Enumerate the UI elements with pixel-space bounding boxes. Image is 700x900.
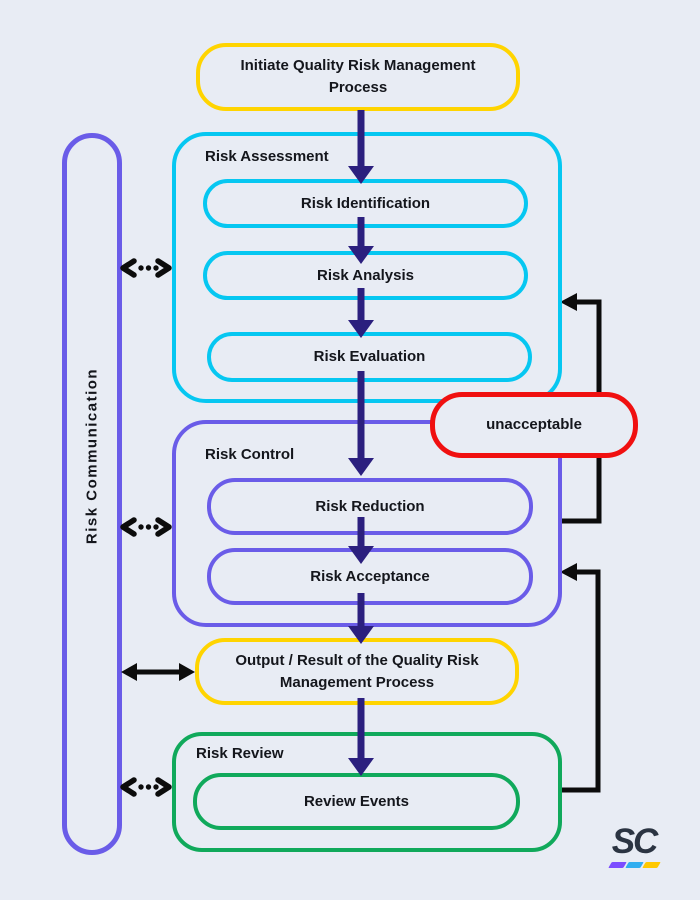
sc-logo-underline <box>598 862 669 868</box>
risk-review-title: Risk Review <box>196 745 284 762</box>
risk-identification-label: Risk Identification <box>300 194 431 212</box>
initiate-process-label: Initiate Quality Risk Management Process <box>240 57 476 96</box>
risk-assessment-title: Risk Assessment <box>205 148 329 165</box>
dotted-connector-communication-control <box>120 517 172 537</box>
sc-logo: SC <box>600 824 668 868</box>
dotted-connector-communication-assessment <box>120 258 172 278</box>
logo-stripe-blue <box>624 862 644 868</box>
risk-communication-label: Risk Communication <box>83 367 101 545</box>
logo-stripe-purple <box>607 862 627 868</box>
risk-review-container: Risk Review Review Events <box>172 732 562 852</box>
risk-assessment-container: Risk Assessment Risk Identification Risk… <box>172 132 562 403</box>
risk-identification-box: Risk Identification <box>203 179 528 228</box>
feedback-line-review-to-control <box>560 563 601 793</box>
logo-stripe-yellow <box>641 862 661 868</box>
double-arrow-communication-output <box>121 663 195 681</box>
unacceptable-label: unacceptable <box>486 416 582 434</box>
risk-reduction-label: Risk Reduction <box>315 497 425 515</box>
risk-analysis-box: Risk Analysis <box>203 251 528 300</box>
dotted-connector-communication-review <box>120 777 172 797</box>
sc-logo-text: SC <box>611 822 659 861</box>
initiate-process-box: Initiate Quality Risk Management Process <box>196 43 520 111</box>
risk-reduction-box: Risk Reduction <box>207 478 533 535</box>
review-events-box: Review Events <box>193 773 520 830</box>
risk-control-title: Risk Control <box>205 446 295 463</box>
unacceptable-badge: unacceptable <box>430 392 638 458</box>
risk-communication-box: Risk Communication <box>62 133 122 855</box>
risk-acceptance-label: Risk Acceptance <box>310 567 430 585</box>
risk-acceptance-box: Risk Acceptance <box>207 548 533 605</box>
risk-evaluation-label: Risk Evaluation <box>313 348 426 366</box>
risk-evaluation-box: Risk Evaluation <box>207 332 532 382</box>
review-events-label: Review Events <box>303 792 410 810</box>
output-result-box: Output / Result of the Quality Risk Mana… <box>195 638 519 705</box>
output-result-label: Output / Result of the Quality Risk Mana… <box>235 651 479 691</box>
risk-analysis-label: Risk Analysis <box>317 266 414 284</box>
